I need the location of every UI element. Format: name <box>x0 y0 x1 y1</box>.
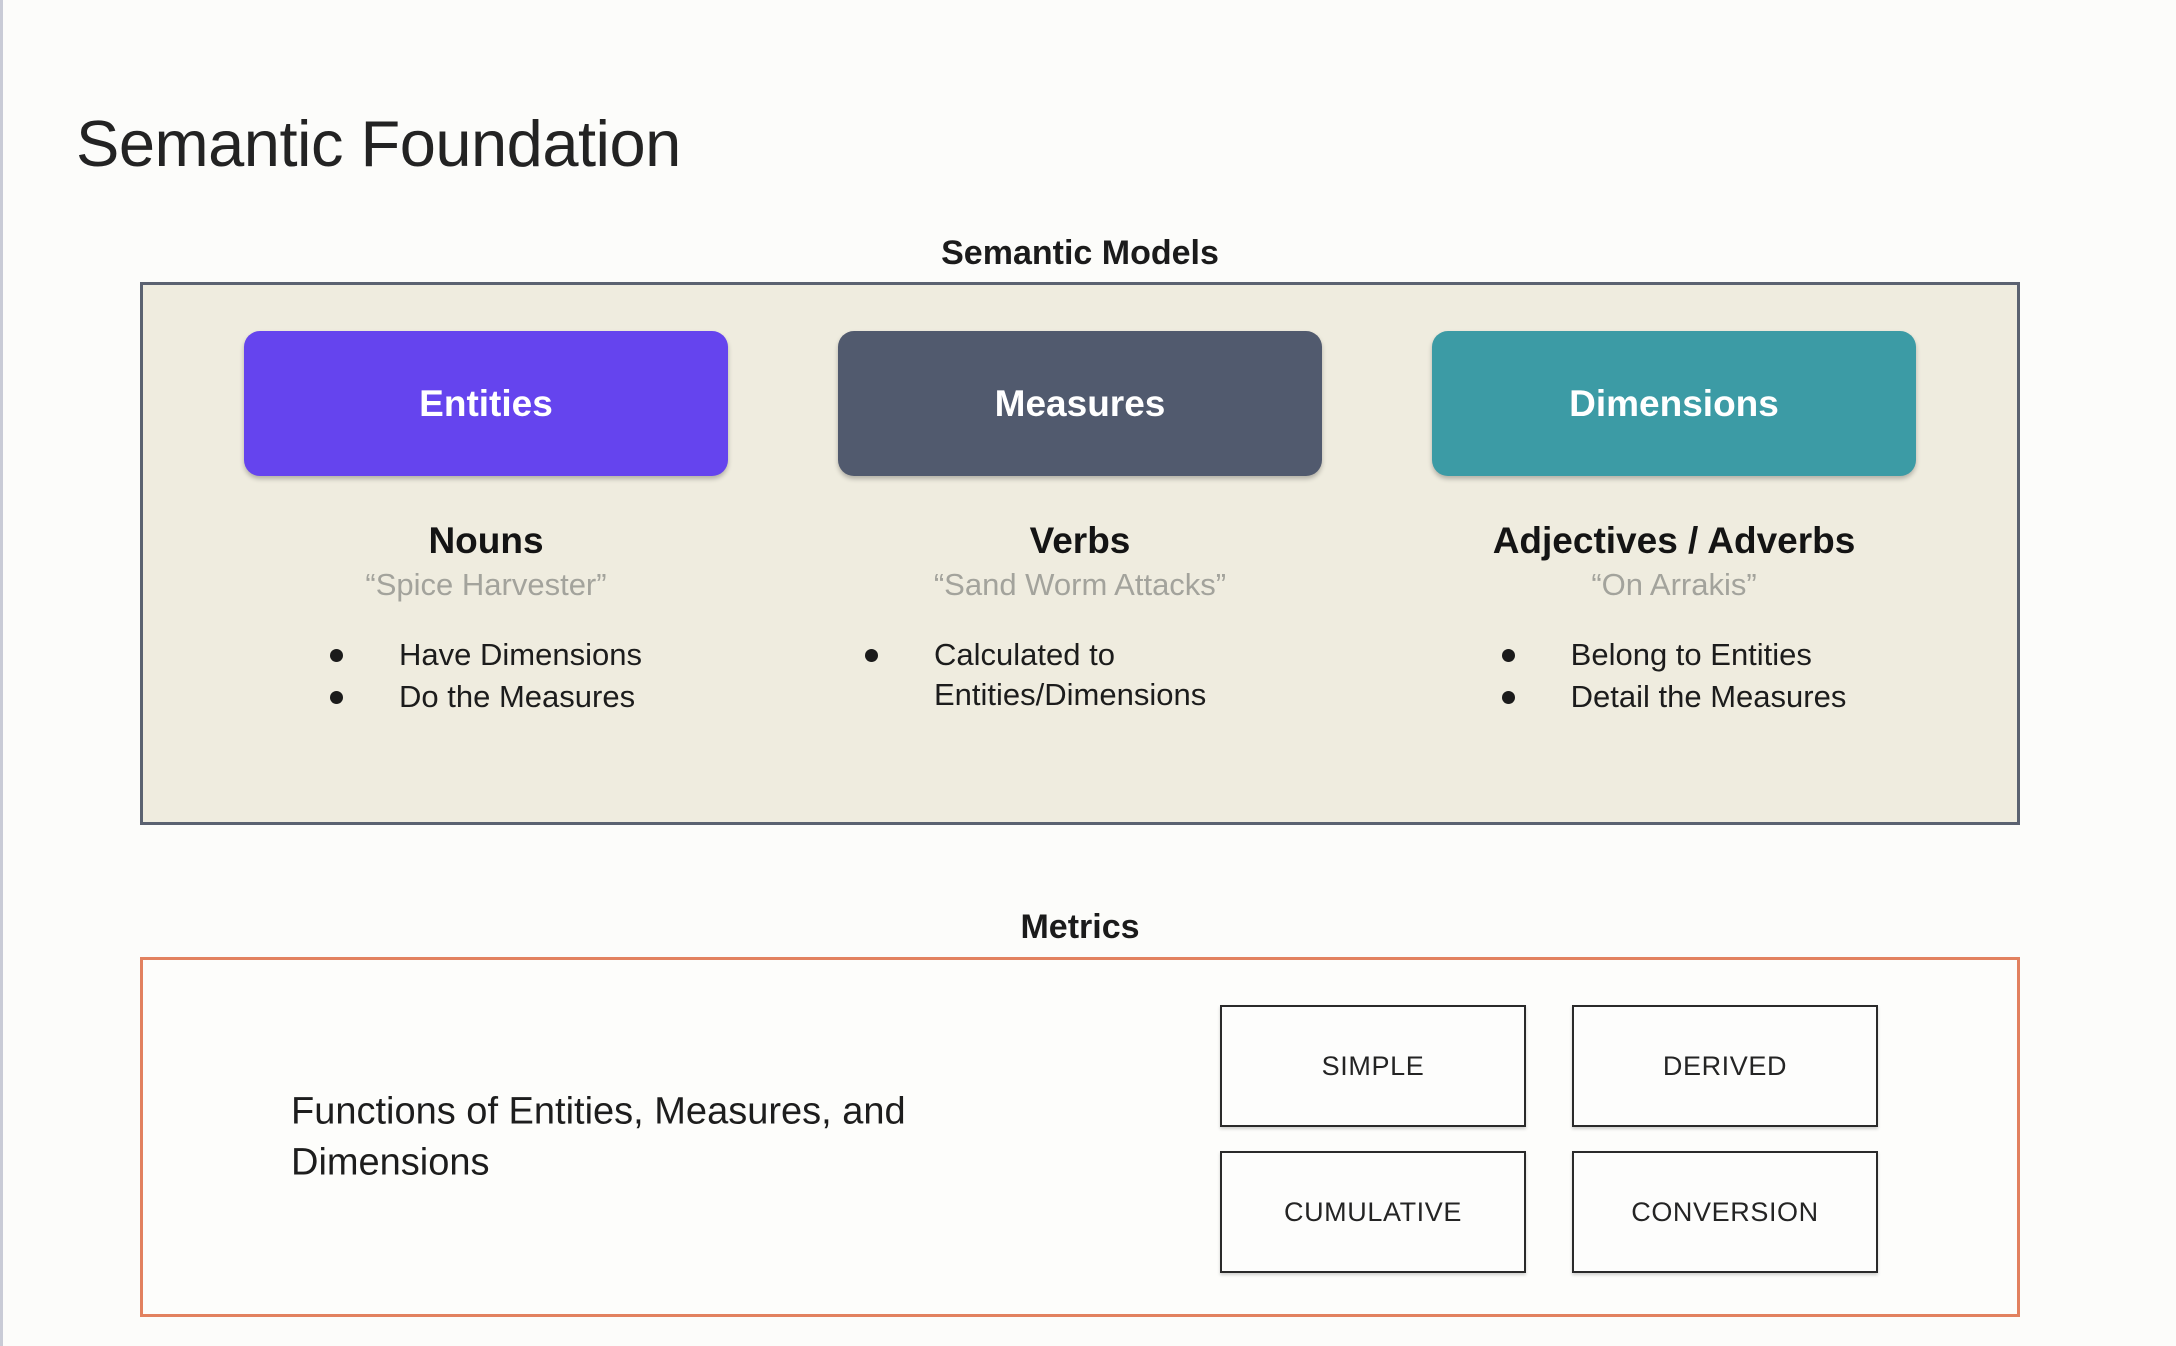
metrics-description: Functions of Entities, Measures, and Dim… <box>291 1090 906 1183</box>
bullet-label: Have Dimensions <box>399 636 642 672</box>
dimensions-bullet-list: Belong to Entities Detail the Measures <box>1501 635 1847 718</box>
list-item: Belong to Entities <box>1501 635 1847 675</box>
bullet-icon <box>1501 648 1515 662</box>
semantic-model-column-measures: Measures Verbs “Sand Worm Attacks” Calcu… <box>783 331 1377 822</box>
entities-bullet-list: Have Dimensions Do the Measures <box>330 635 642 718</box>
frame-left-edge <box>0 0 3 1346</box>
metric-type-simple[interactable]: SIMPLE <box>1220 1005 1526 1127</box>
bullet-label: Belong to Entities <box>1570 636 1812 672</box>
semantic-model-column-entities: Entities Nouns “Spice Harvester” Have Di… <box>189 331 783 822</box>
bullet-label: Do the Measures <box>399 678 636 714</box>
bullet-icon <box>330 648 344 662</box>
measures-part-of-speech: Verbs <box>1029 520 1131 561</box>
bullet-label: Detail the Measures <box>1570 678 1847 714</box>
entities-pill[interactable]: Entities <box>244 331 728 476</box>
list-item: Detail the Measures <box>1501 677 1847 717</box>
metric-type-cumulative[interactable]: CUMULATIVE <box>1220 1151 1526 1273</box>
semantic-models-panel: Entities Nouns “Spice Harvester” Have Di… <box>140 282 2020 825</box>
page-title: Semantic Foundation <box>76 106 681 180</box>
metric-type-derived[interactable]: DERIVED <box>1572 1005 1878 1127</box>
metrics-caption: Metrics <box>1020 908 1140 946</box>
bullet-icon <box>1501 690 1515 704</box>
dimensions-pill[interactable]: Dimensions <box>1432 331 1916 476</box>
measures-pill[interactable]: Measures <box>838 331 1322 476</box>
semantic-models-caption: Semantic Models <box>941 234 1219 272</box>
list-item: Calculated to Entities/Dimensions <box>865 635 1295 714</box>
list-item: Have Dimensions <box>330 635 642 675</box>
metric-type-conversion[interactable]: CONVERSION <box>1572 1151 1878 1273</box>
dimensions-part-of-speech: Adjectives / Adverbs <box>1492 520 1856 561</box>
bullet-icon <box>330 690 344 704</box>
metrics-panel: Functions of Entities, Measures, and Dim… <box>140 957 2020 1317</box>
semantic-models-columns: Entities Nouns “Spice Harvester” Have Di… <box>143 285 2017 822</box>
semantic-model-column-dimensions: Dimensions Adjectives / Adverbs “On Arra… <box>1377 331 1971 822</box>
measures-example: “Sand Worm Attacks” <box>933 566 1227 602</box>
measures-bullet-list: Calculated to Entities/Dimensions <box>865 635 1295 716</box>
list-item: Do the Measures <box>330 677 642 717</box>
metric-type-grid: SIMPLE DERIVED CUMULATIVE CONVERSION <box>1220 1005 1878 1273</box>
entities-part-of-speech: Nouns <box>428 520 544 561</box>
entities-example: “Spice Harvester” <box>365 566 607 602</box>
dimensions-example: “On Arrakis” <box>1591 566 1757 602</box>
bullet-icon <box>865 648 878 662</box>
bullet-label: Calculated to Entities/Dimensions <box>934 636 1207 712</box>
